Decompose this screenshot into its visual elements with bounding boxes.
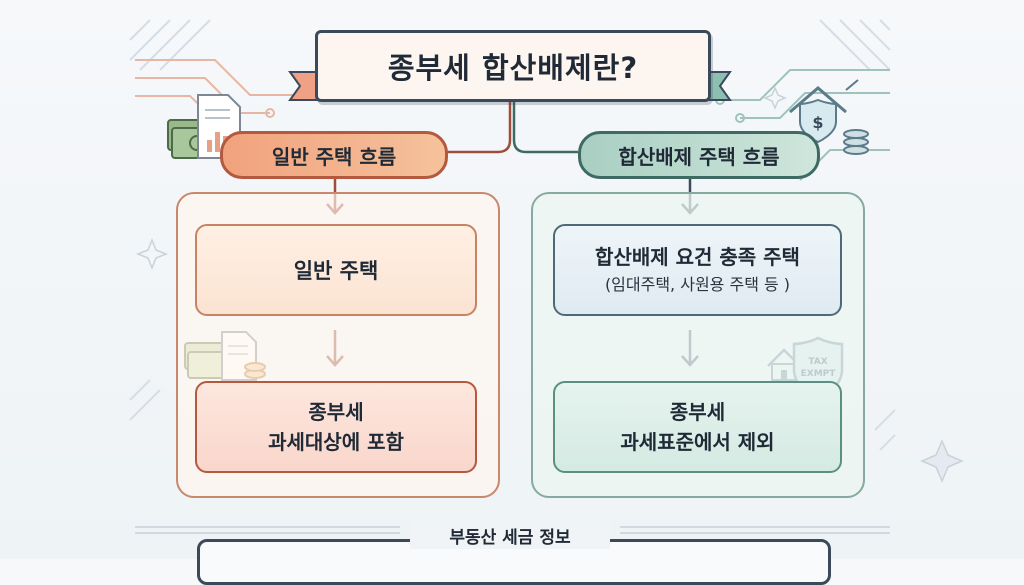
general-house-text: 일반 주택 [293, 259, 379, 283]
tax-included-line2: 과세대상에 포함 [268, 430, 404, 454]
coin-stack-icon [843, 129, 869, 155]
connector-right [512, 96, 578, 154]
exclusion-examples-text: (임대주택, 사원용 주택 등 ) [604, 275, 791, 294]
exclusion-flow-label: 합산배제 주택 흐름 [578, 131, 820, 179]
tax-excluded-line1: 종부세 [669, 400, 726, 424]
exclusion-requirement-text: 합산배제 요건 충족 주택 [595, 245, 800, 269]
exclusion-requirement-box: 합산배제 요건 충족 주택 (임대주택, 사원용 주택 등 ) [553, 224, 842, 316]
circuit-lines-right [715, 69, 890, 181]
page-title: 종부세 합산배제란? [315, 30, 711, 102]
tax-excluded-line2: 과세표준에서 제외 [620, 430, 775, 454]
connector-left [442, 96, 512, 154]
footer-label: 부동산 세금 정보 [410, 521, 610, 549]
house-dollar-icon: $ [789, 79, 859, 144]
tax-excluded-box: 종부세 과세표준에서 제외 [553, 381, 842, 473]
hatch-pattern-left [129, 19, 211, 421]
general-house-box: 일반 주택 [195, 224, 477, 316]
footer-hatch [135, 526, 890, 534]
svg-text:$: $ [812, 113, 823, 132]
tax-included-box: 종부세 과세대상에 포함 [195, 381, 477, 473]
tax-included-line1: 종부세 [308, 400, 364, 424]
hatch-pattern-right [819, 19, 896, 451]
sparkle-icon [135, 86, 964, 483]
general-flow-label: 일반 주택 흐름 [220, 131, 448, 179]
